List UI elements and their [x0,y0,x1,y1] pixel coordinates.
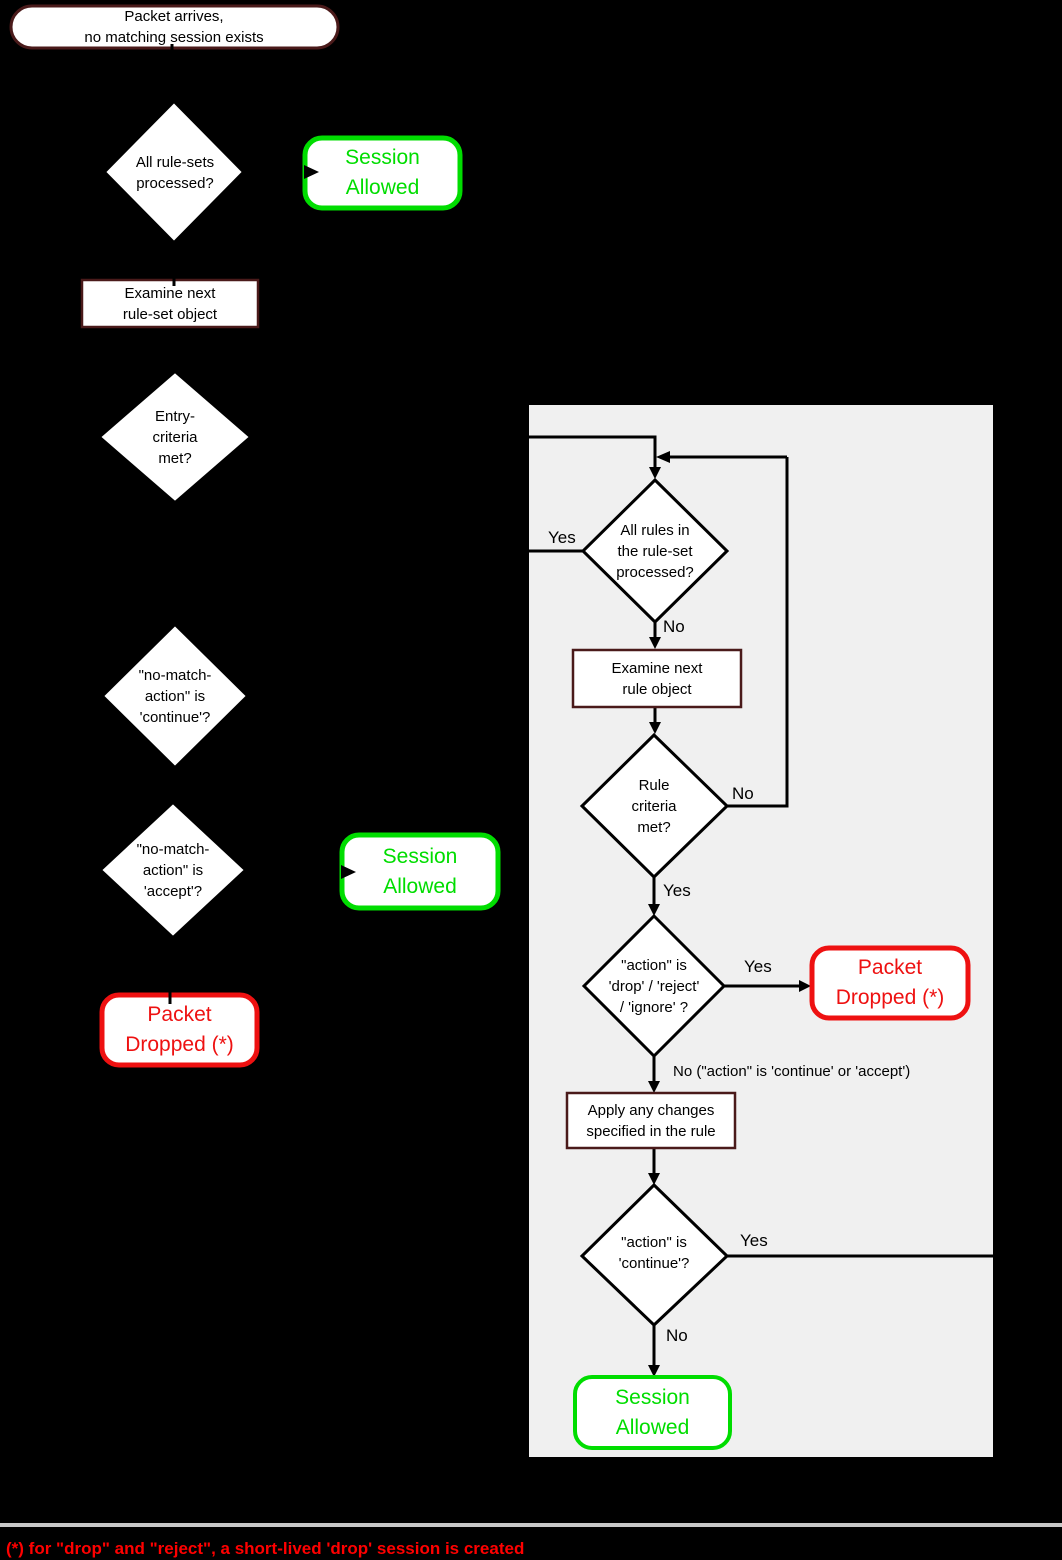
node-examine-next-rule [571,648,743,709]
arrowhead-into-session-allowed-3 [648,1365,660,1377]
node-action-drop-reject-ignore [581,913,727,1059]
node-no-match-action-continue [101,623,249,769]
arrowhead-into-action-continue [648,1173,660,1185]
edge-entry-to-all-rules [529,435,657,469]
node-packet-dropped-left [99,992,260,1068]
node-rule-criteria-met [579,732,730,880]
node-all-rules-processed [580,477,730,625]
arrowhead-into-apply-changes [648,1081,660,1093]
arrowhead-into-all-rules-top [649,467,661,479]
node-session-allowed-3 [573,1375,732,1450]
arrowhead-into-examine-rule [649,637,661,649]
node-no-match-action-accept [99,801,247,939]
node-session-allowed-2 [339,832,501,911]
node-session-allowed-1 [302,135,463,211]
footer-separator-line [0,1523,1062,1527]
node-all-rulesets-processed [103,100,245,244]
arrowhead-into-rule-criteria [649,722,661,734]
node-examine-next-ruleset [80,278,260,329]
node-action-continue [579,1182,730,1328]
node-entry-criteria-met [98,370,252,504]
ruleset-subflow-panel [529,405,993,1457]
arrowhead-into-session-allowed-1 [304,165,319,179]
arrowhead-into-packet-dropped-right [799,980,811,992]
node-packet-dropped-right [809,945,971,1021]
arrowhead-loop-into-all-rules [656,451,670,463]
left-arrowheads [304,165,356,879]
arrowhead-into-session-allowed-2 [341,865,356,879]
arrowhead-into-action-drop [648,904,660,916]
node-apply-changes [565,1091,737,1150]
node-start [9,4,340,50]
left-arrow-stubs [168,44,176,1004]
panel-connectors [529,435,993,1368]
panel-arrowheads [648,451,811,1377]
edge-rule-criteria-no-loop [727,457,789,808]
